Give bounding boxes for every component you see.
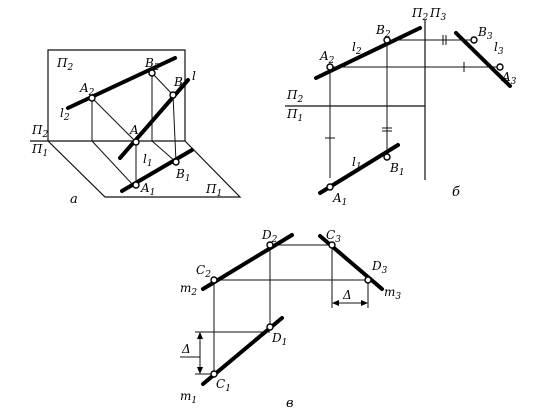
point-a1: [132, 181, 140, 189]
point-a3: [496, 63, 504, 71]
caption-a: а: [70, 192, 78, 207]
point-d1: [266, 323, 274, 331]
projector-a2-base: [91, 140, 134, 186]
label-d2: D2: [261, 228, 278, 245]
label-delta-horizontal: Δ: [342, 288, 352, 302]
point-b2: [383, 36, 391, 44]
label-a1: A1: [140, 181, 155, 198]
panel-b: П2 П3 П2 П1 A2 B2 B3 A3 A1 B1 l2 l3 l1 б: [285, 6, 517, 208]
point-d2: [266, 241, 274, 249]
label-plane-p1: П1: [205, 182, 222, 199]
caption-b: б: [452, 185, 460, 200]
arrow-right: [361, 300, 368, 306]
label-a2: A2: [319, 49, 335, 66]
panel-a: П2 П2 П1 П1 A2 B2 B A A1 B1 l2 l l1 а: [30, 49, 242, 207]
point-a1: [326, 183, 334, 191]
point-b1: [383, 153, 391, 161]
point-b1: [172, 158, 180, 166]
label-axis-p1: П1: [286, 107, 303, 124]
label-plane-p2: П2: [56, 56, 73, 73]
label-l2: l2: [352, 40, 362, 57]
label-b2: B2: [144, 56, 160, 73]
line-l: [118, 78, 190, 160]
point-a2: [326, 63, 334, 71]
label-m2: m2: [180, 281, 197, 298]
label-c2: C2: [196, 263, 211, 280]
arrow-left: [332, 300, 339, 306]
label-b1: B1: [389, 161, 405, 178]
label-axis-p3: П3: [429, 6, 446, 23]
label-b: B: [173, 75, 183, 89]
label-l1: l1: [352, 155, 362, 172]
projector-b-b1: [172, 94, 177, 163]
arrow-up: [197, 332, 203, 339]
label-l1: l1: [143, 152, 153, 169]
point-d3: [364, 276, 372, 284]
label-axis-p2-top: П2: [411, 6, 428, 23]
label-delta-vertical: Δ: [181, 342, 191, 356]
label-l3: l3: [494, 40, 504, 57]
label-m1: m1: [180, 389, 197, 406]
plane-p1-frame: [47, 140, 242, 198]
label-axis-p2: П2: [31, 123, 48, 140]
label-b1: B1: [175, 167, 191, 184]
point-a: [132, 138, 140, 146]
point-a2: [88, 94, 96, 102]
line-l2: [314, 26, 422, 80]
label-m3: m3: [384, 285, 401, 302]
caption-c: в: [286, 396, 294, 411]
label-d3: D3: [371, 259, 388, 276]
line-l2: [66, 56, 177, 110]
label-b2: B2: [375, 23, 391, 40]
label-a1: A1: [332, 191, 347, 208]
projector-a2-a: [91, 97, 137, 143]
point-b2: [148, 69, 156, 77]
label-a: A: [129, 123, 139, 137]
point-c3: [328, 241, 336, 249]
label-b3: B3: [477, 25, 493, 42]
point-c2: [210, 276, 218, 284]
label-axis-p1: П1: [31, 142, 48, 159]
label-c3: C3: [326, 228, 341, 245]
panel-c: D2 C3 C2 D3 D1 C1 m2 m3 m1 Δ Δ в: [180, 228, 401, 411]
label-l: l: [192, 69, 196, 83]
arrow-down: [197, 367, 203, 374]
point-c1: [210, 370, 218, 378]
label-axis-p2: П2: [286, 88, 303, 105]
label-a3: A3: [501, 70, 517, 87]
point-b: [169, 91, 177, 99]
label-c1: C1: [216, 377, 231, 394]
label-d1: D1: [271, 331, 287, 348]
label-a2: A2: [79, 81, 95, 98]
label-l2: l2: [60, 106, 70, 123]
point-b3: [470, 36, 478, 44]
line-l3: [454, 31, 512, 88]
plane-p2-frame: [47, 49, 186, 141]
projector-b2-base: [151, 140, 177, 163]
projector-b2-b: [151, 72, 174, 96]
